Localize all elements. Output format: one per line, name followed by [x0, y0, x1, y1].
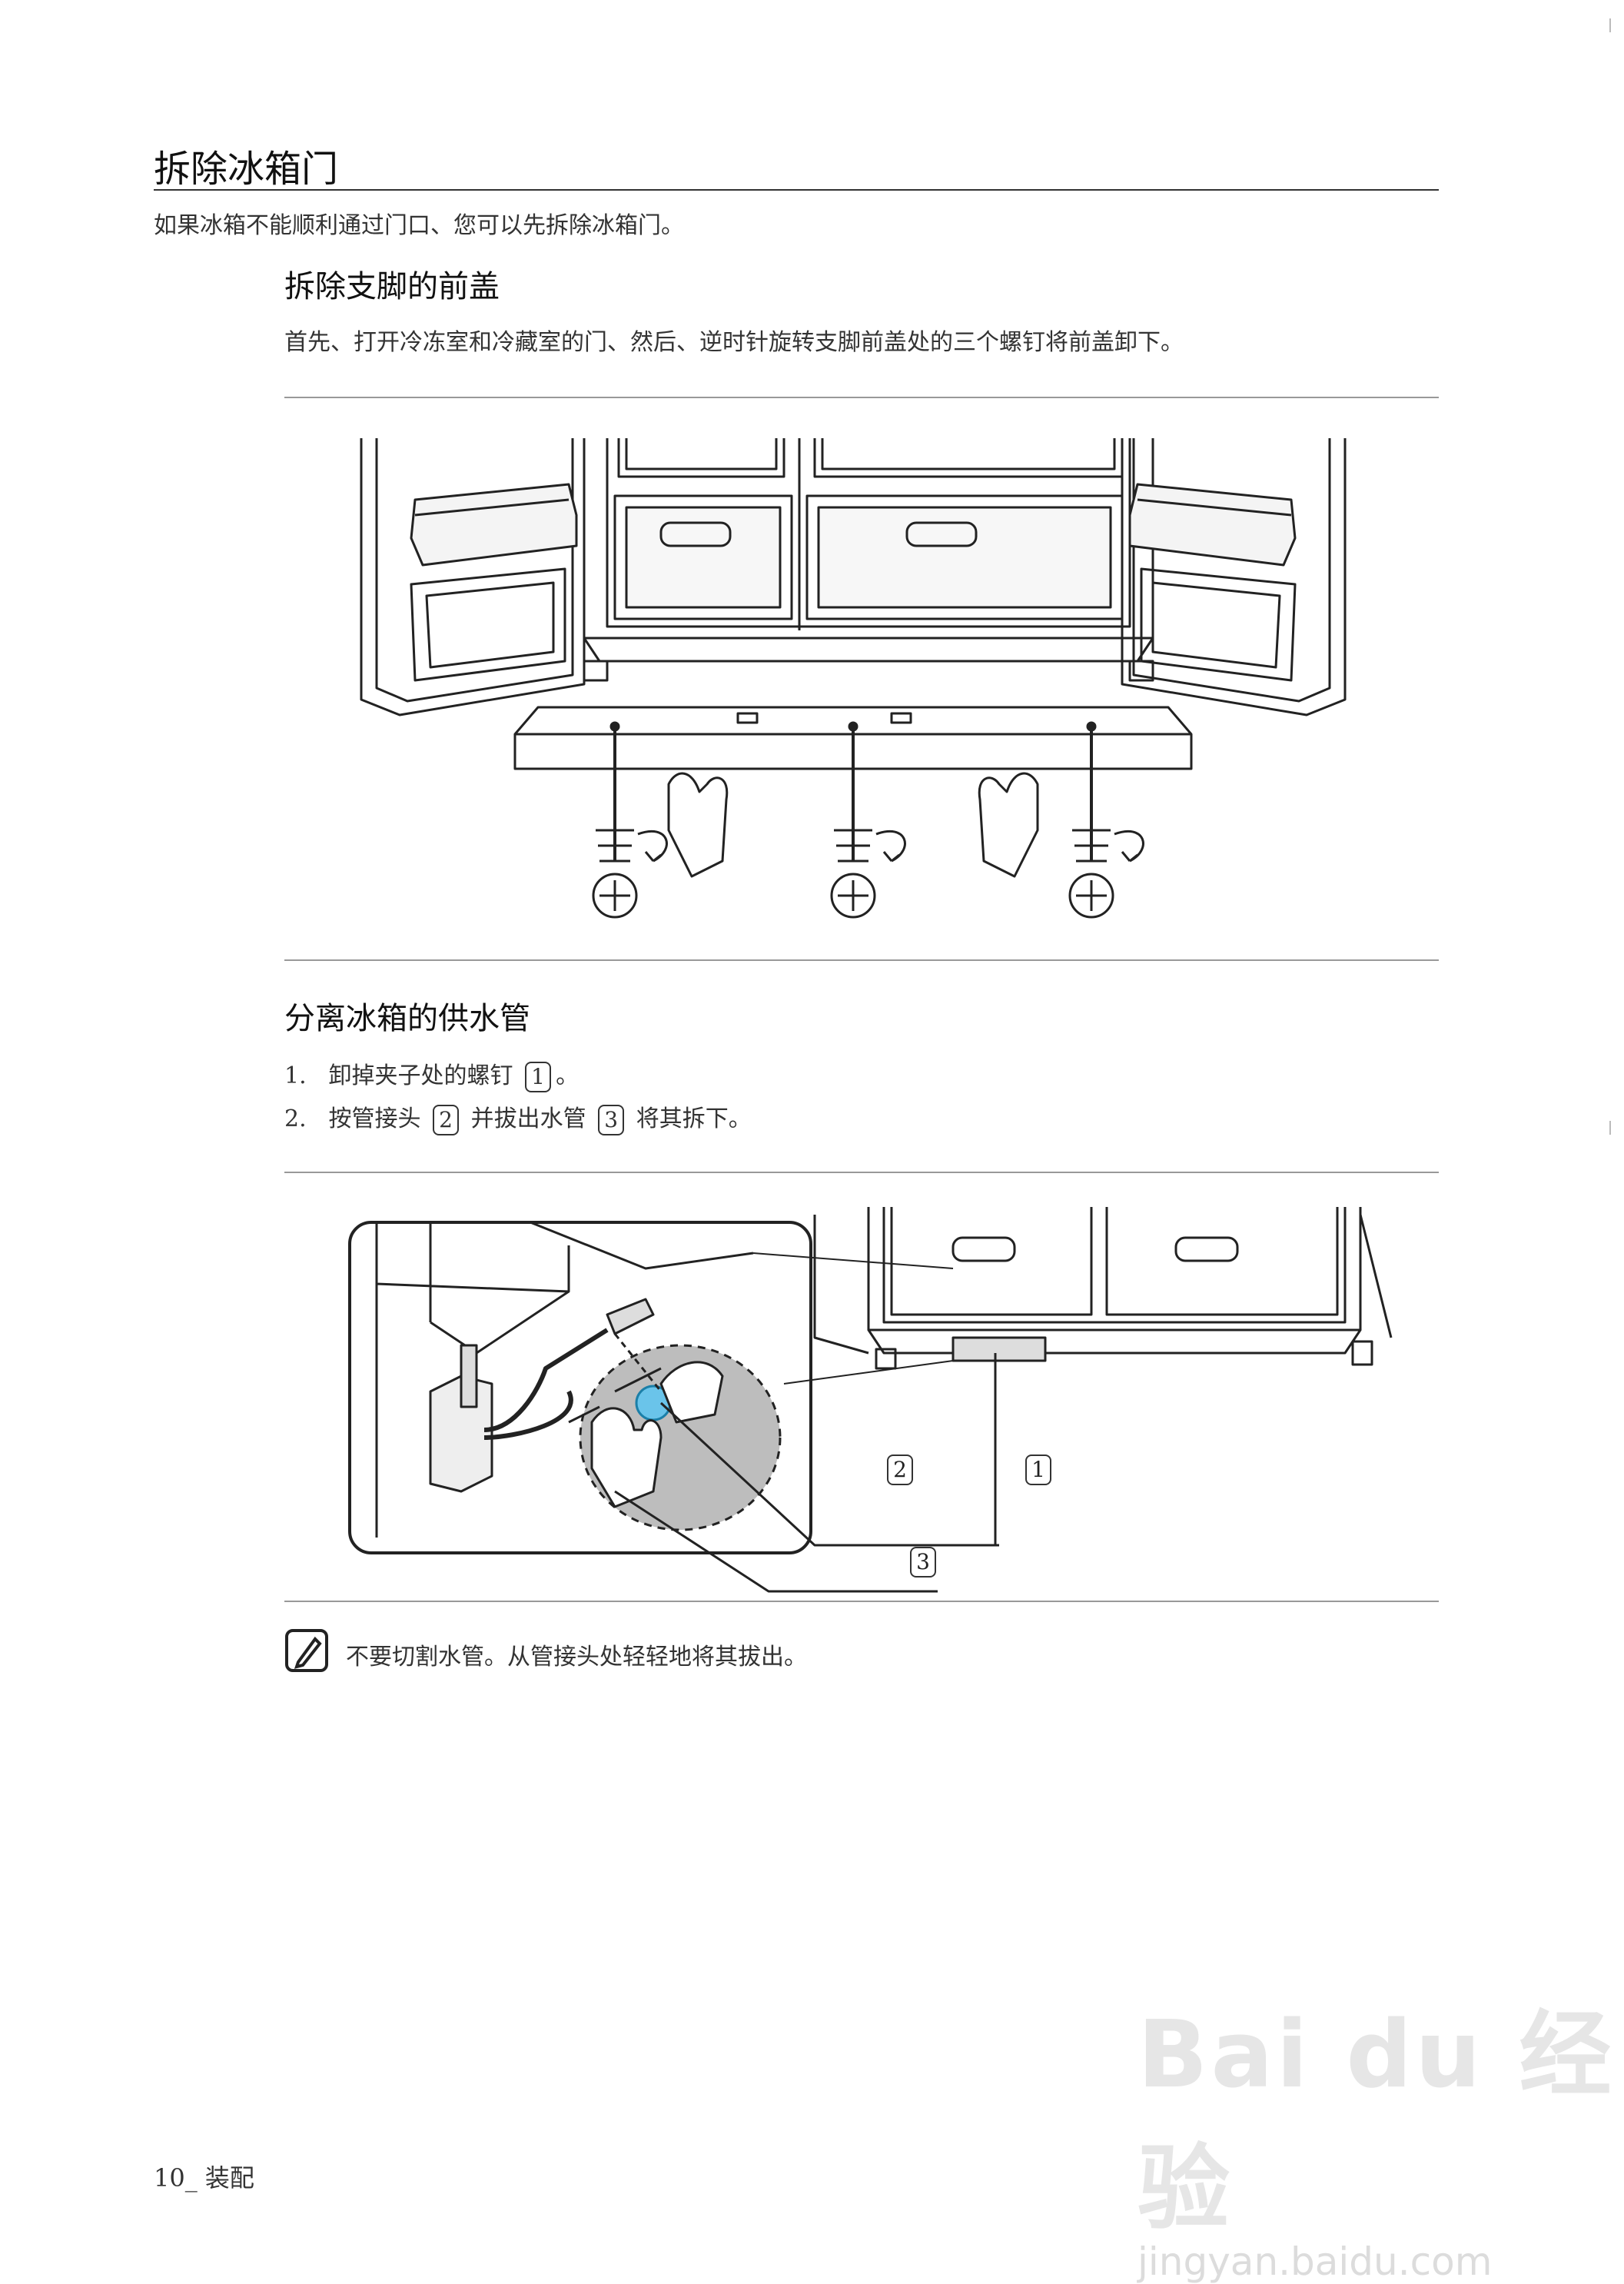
title-rule — [154, 189, 1439, 191]
section-intro: 如果冰箱不能顺利通过门口、您可以先拆除冰箱门。 — [154, 212, 684, 239]
right-door-illustration — [1121, 438, 1347, 716]
watermark-sub: jingyan.baidu.com — [1137, 2239, 1493, 2284]
subsection-text-front-cover: 首先、打开冷冻室和冷藏室的门、然后、逆时针旋转支脚前盖处的三个螺钉将前盖卸下。 — [284, 329, 1184, 356]
note-text: 不要切割水管。从管接头处轻轻地将其拔出。 — [346, 1644, 807, 1671]
step-text: 卸掉夹子处的螺钉 — [328, 1062, 513, 1089]
divider — [284, 397, 1439, 398]
watermark: Bai du 经验 jingyan.baidu.com — [1137, 1980, 1624, 2284]
subsection-title-water-pipe: 分离冰箱的供水管 — [284, 1001, 530, 1036]
divider — [284, 1601, 1439, 1602]
step-text: 按管接头 — [328, 1105, 421, 1132]
figure-callout-1: 1 — [1025, 1455, 1051, 1485]
figure-callout-3: 3 — [910, 1547, 936, 1578]
refrigerator-bottom-illustration — [813, 1207, 1393, 1370]
section-title: 拆除冰箱门 — [154, 148, 339, 191]
step-1: 1. 卸掉夹子处的螺钉 1。 — [284, 1056, 579, 1092]
hand-illustration — [667, 772, 1039, 878]
left-door-illustration — [360, 438, 586, 716]
figure-remove-front-cover — [360, 438, 1347, 919]
step-text: 并拔出水管 — [470, 1105, 586, 1132]
step-text: 。 — [556, 1062, 580, 1089]
figure-water-pipe — [348, 1207, 1393, 1593]
note-pen-icon — [285, 1629, 328, 1672]
step-text: 将其拆下。 — [636, 1105, 752, 1132]
page-footer: 10_ 装配 — [154, 2163, 254, 2193]
subsection-title-front-cover: 拆除支脚的前盖 — [284, 269, 500, 304]
callout-badge: 1 — [525, 1062, 552, 1092]
crop-mark — [1609, 1121, 1611, 1135]
step-number: 2. — [284, 1105, 307, 1132]
center-compartments-illustration — [583, 438, 1154, 663]
callout-badge: 3 — [598, 1105, 625, 1135]
divider — [284, 959, 1439, 961]
crop-mark — [1609, 18, 1611, 32]
step-number: 1. — [284, 1062, 307, 1089]
screw-illustration — [592, 829, 1144, 919]
divider — [284, 1172, 1439, 1173]
figure-callout-2: 2 — [887, 1455, 913, 1485]
callout-badge: 2 — [433, 1105, 460, 1135]
watermark-main: Bai du 经验 — [1137, 2002, 1615, 2242]
step-2: 2. 按管接头 2 并拔出水管 3 将其拆下。 — [284, 1099, 752, 1135]
